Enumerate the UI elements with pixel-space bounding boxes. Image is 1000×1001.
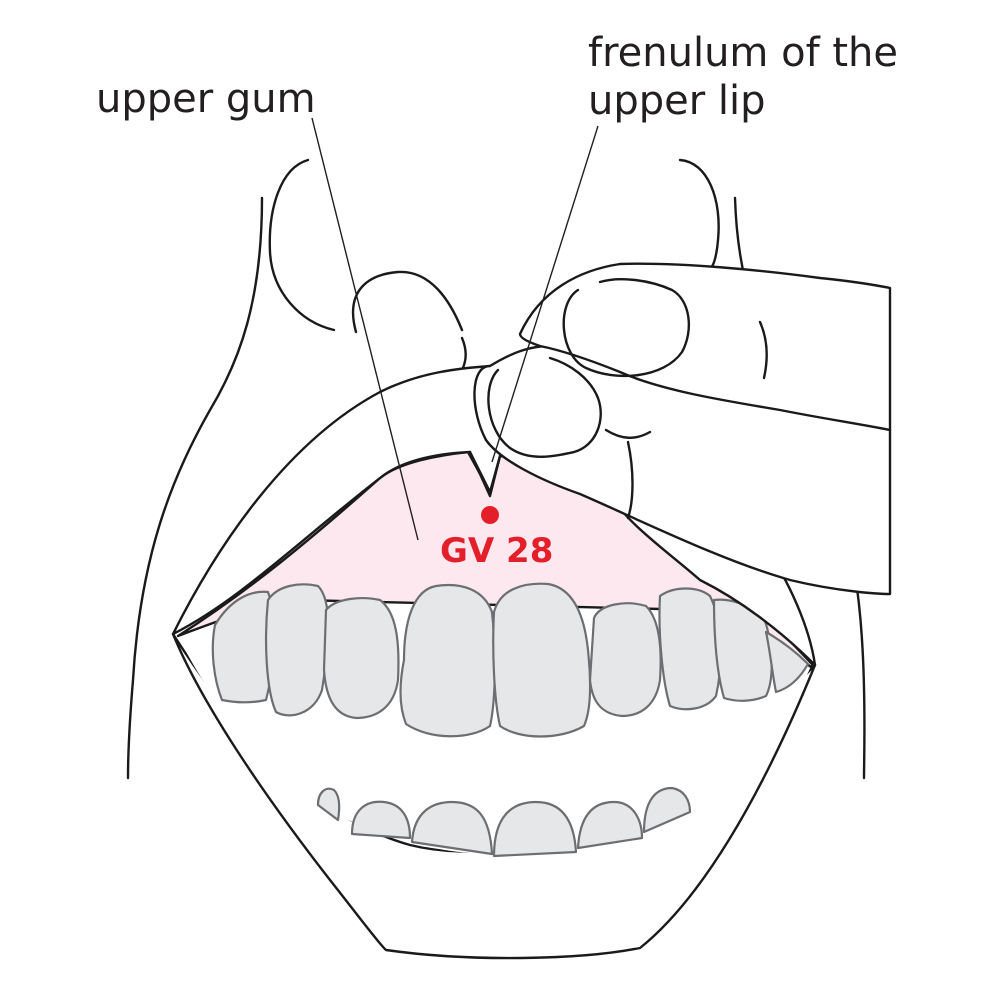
frenulum-label-line2: upper lip — [588, 78, 766, 124]
upper-gum-label: upper gum — [96, 76, 316, 122]
leader-lines — [311, 117, 599, 541]
lower-tooth — [576, 800, 644, 850]
upper-tooth — [492, 582, 592, 738]
upper-tooth — [588, 602, 662, 718]
upper-tooth — [211, 590, 276, 704]
lower-tooth — [642, 786, 692, 834]
lower-tooth — [492, 800, 578, 858]
lower-teeth — [316, 786, 692, 858]
frenulum — [468, 450, 502, 498]
upper-tooth — [658, 587, 722, 711]
acupoint-label: GV 28 — [440, 531, 553, 571]
hand — [473, 262, 892, 596]
lower-tooth — [316, 787, 341, 822]
frenulum-label-line1: frenulum of the — [588, 30, 898, 76]
upper-tooth — [764, 630, 810, 694]
lower-tooth — [410, 800, 494, 856]
upper-teeth — [211, 582, 810, 738]
lower-tooth — [350, 800, 412, 840]
upper-tooth — [322, 597, 400, 720]
upper-tooth — [399, 584, 496, 738]
acupoint-dot — [481, 506, 499, 524]
upper-gum-leader — [311, 117, 419, 541]
frenulum-leader — [491, 125, 599, 463]
upper-tooth — [265, 583, 330, 717]
lower-lip — [171, 632, 817, 960]
